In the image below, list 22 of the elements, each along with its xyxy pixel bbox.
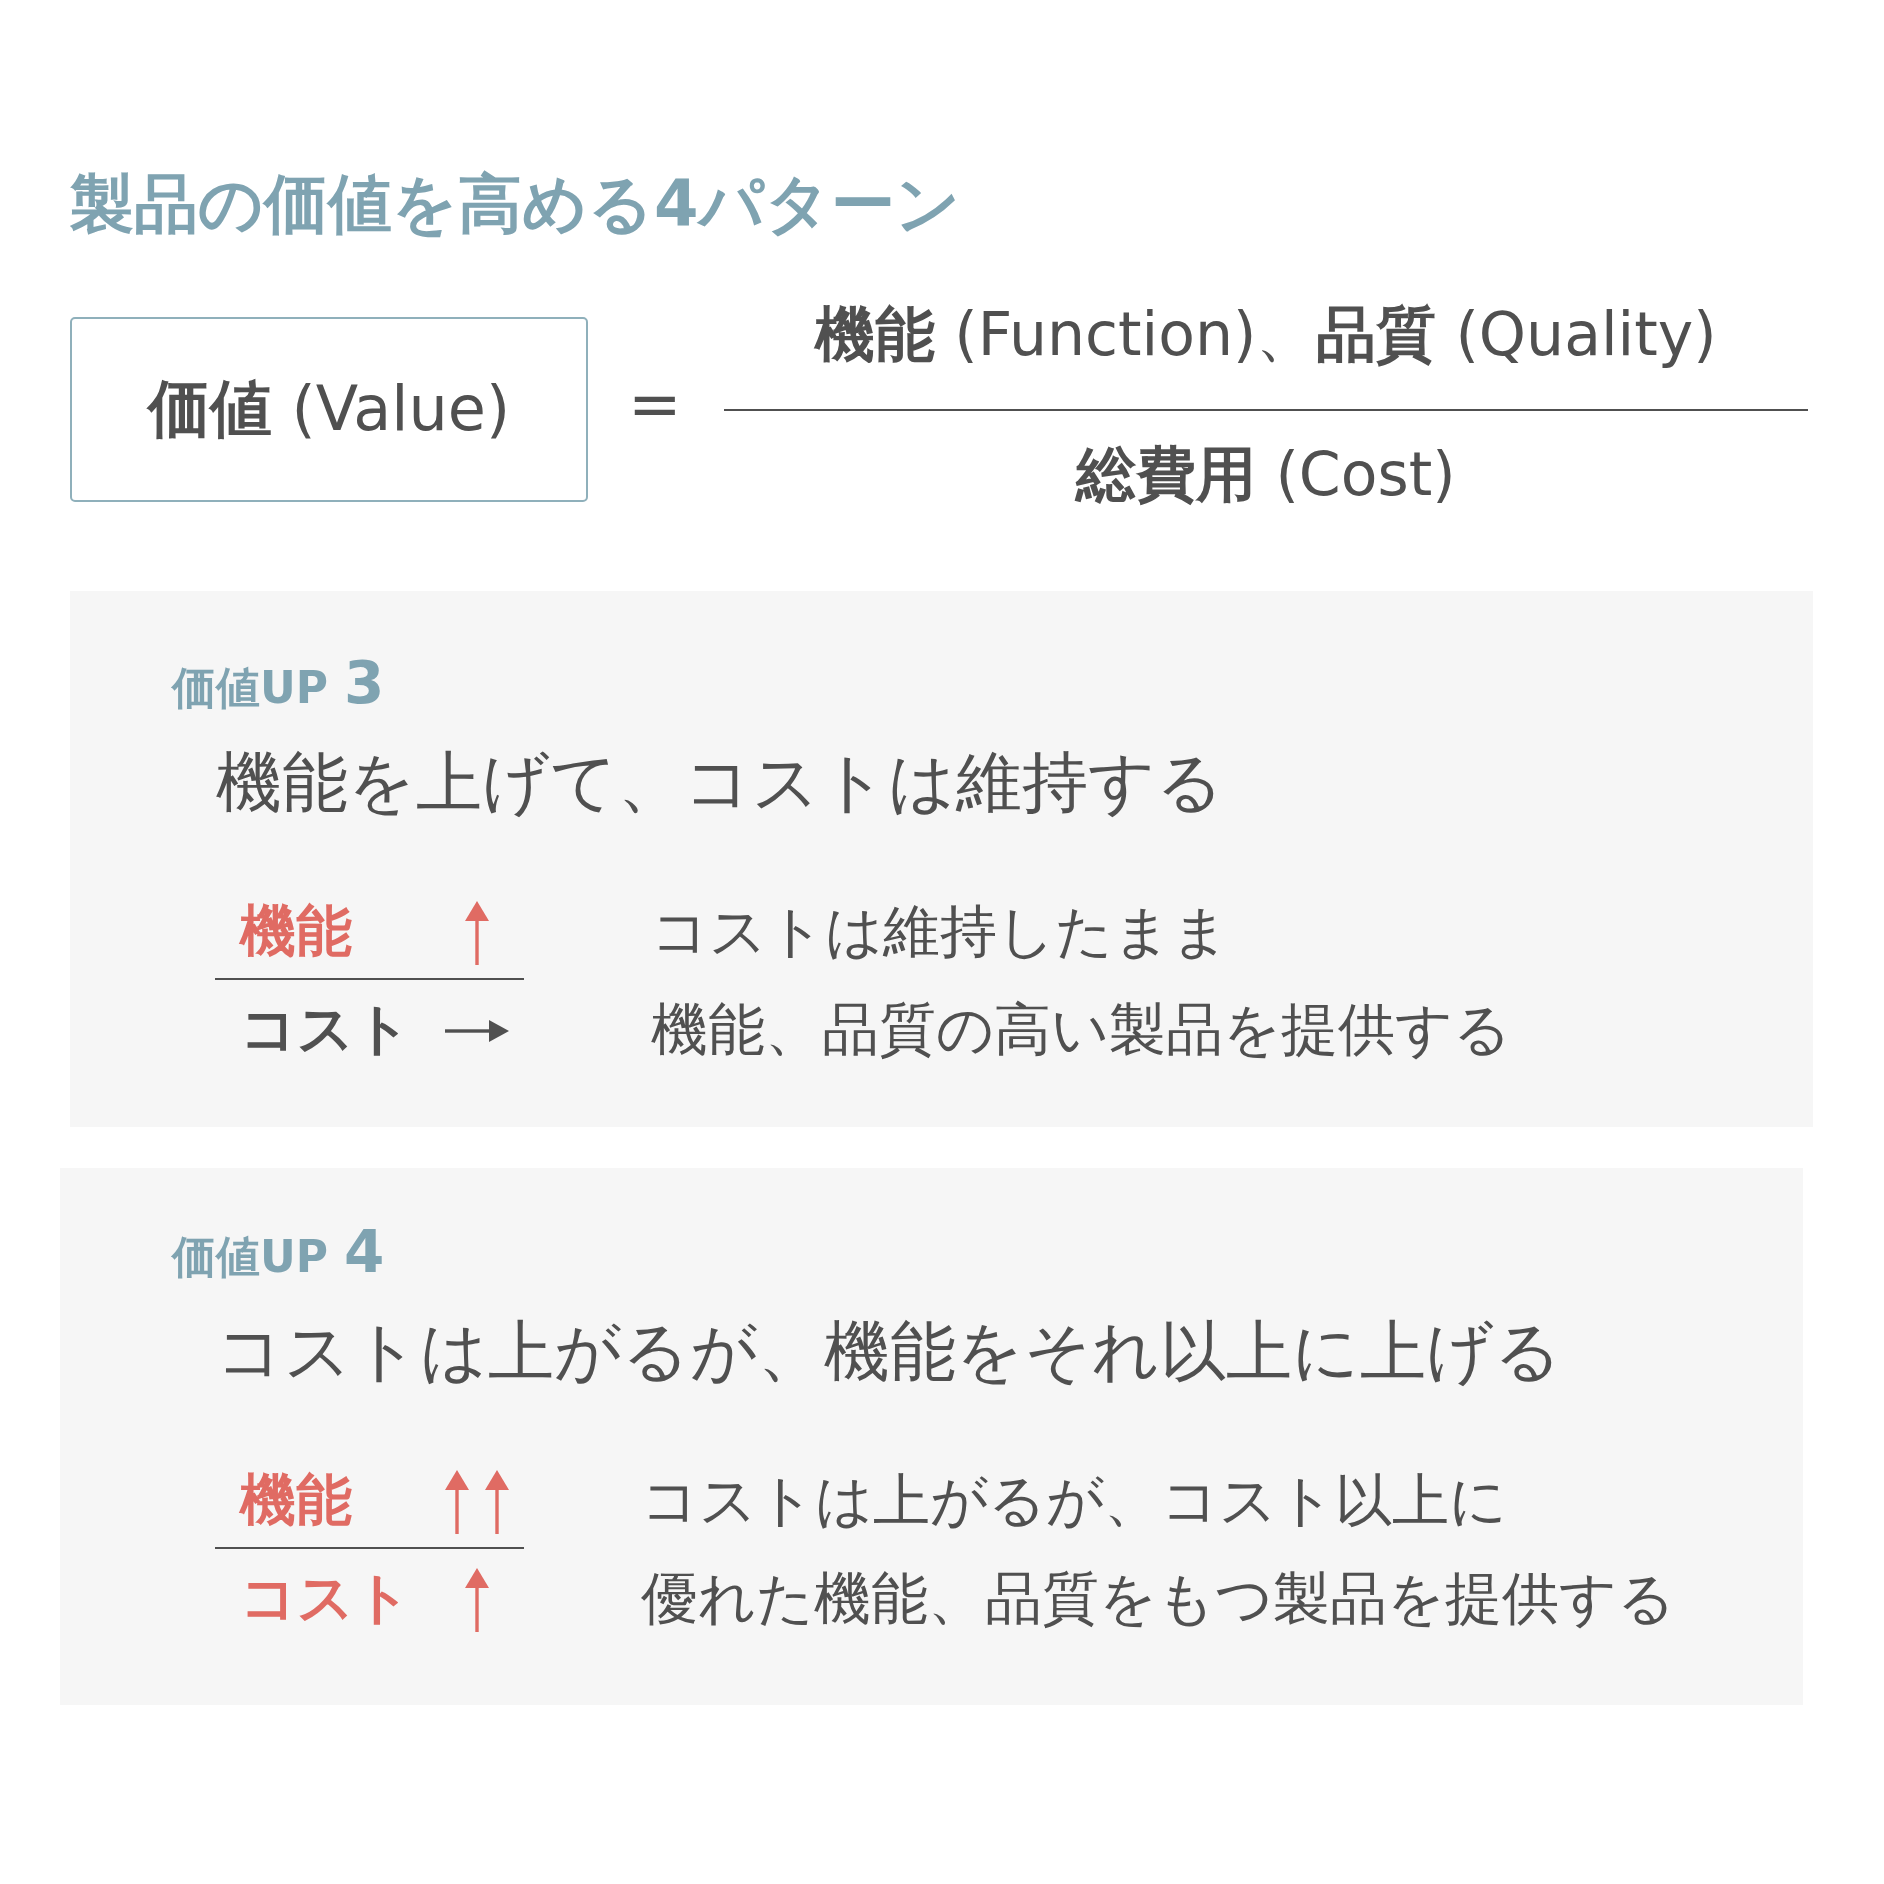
pattern-heading: 価値UP — [172, 662, 328, 715]
description-line: コストは維持したまま — [651, 897, 1230, 966]
pattern-number: 3 — [344, 649, 385, 719]
pattern-panel — [60, 1168, 1803, 1705]
cost-label: コスト — [240, 995, 411, 1063]
function-label: 機能 — [240, 897, 352, 965]
value-label: 価値 (Value) — [147, 372, 511, 447]
fraction-denominator: 総費用 (Cost) — [1076, 439, 1456, 509]
description-line: 優れた機能、品質をもつ製品を提供する — [641, 1564, 1675, 1633]
pattern-number: 4 — [344, 1218, 385, 1288]
description-line: コストは上がるが、コスト以上に — [641, 1466, 1508, 1535]
equals-sign: = — [628, 366, 682, 443]
pattern-summary: 機能を上げて、コストは維持する — [216, 743, 1224, 823]
value-box — [70, 317, 588, 502]
pattern-summary: コストは上がるが、機能をそれ以上に上げる — [216, 1312, 1562, 1392]
title: 製品の価値を高める4パターン — [70, 166, 961, 243]
function-label: 機能 — [240, 1466, 352, 1534]
pattern-panel — [70, 591, 1813, 1127]
pattern-heading: 価値UP — [172, 1231, 328, 1284]
description-line: 機能、品質の高い製品を提供する — [651, 995, 1511, 1064]
fraction-numerator: 機能 (Function)、品質 (Quality) — [815, 299, 1717, 369]
cost-label: コスト — [240, 1564, 411, 1632]
